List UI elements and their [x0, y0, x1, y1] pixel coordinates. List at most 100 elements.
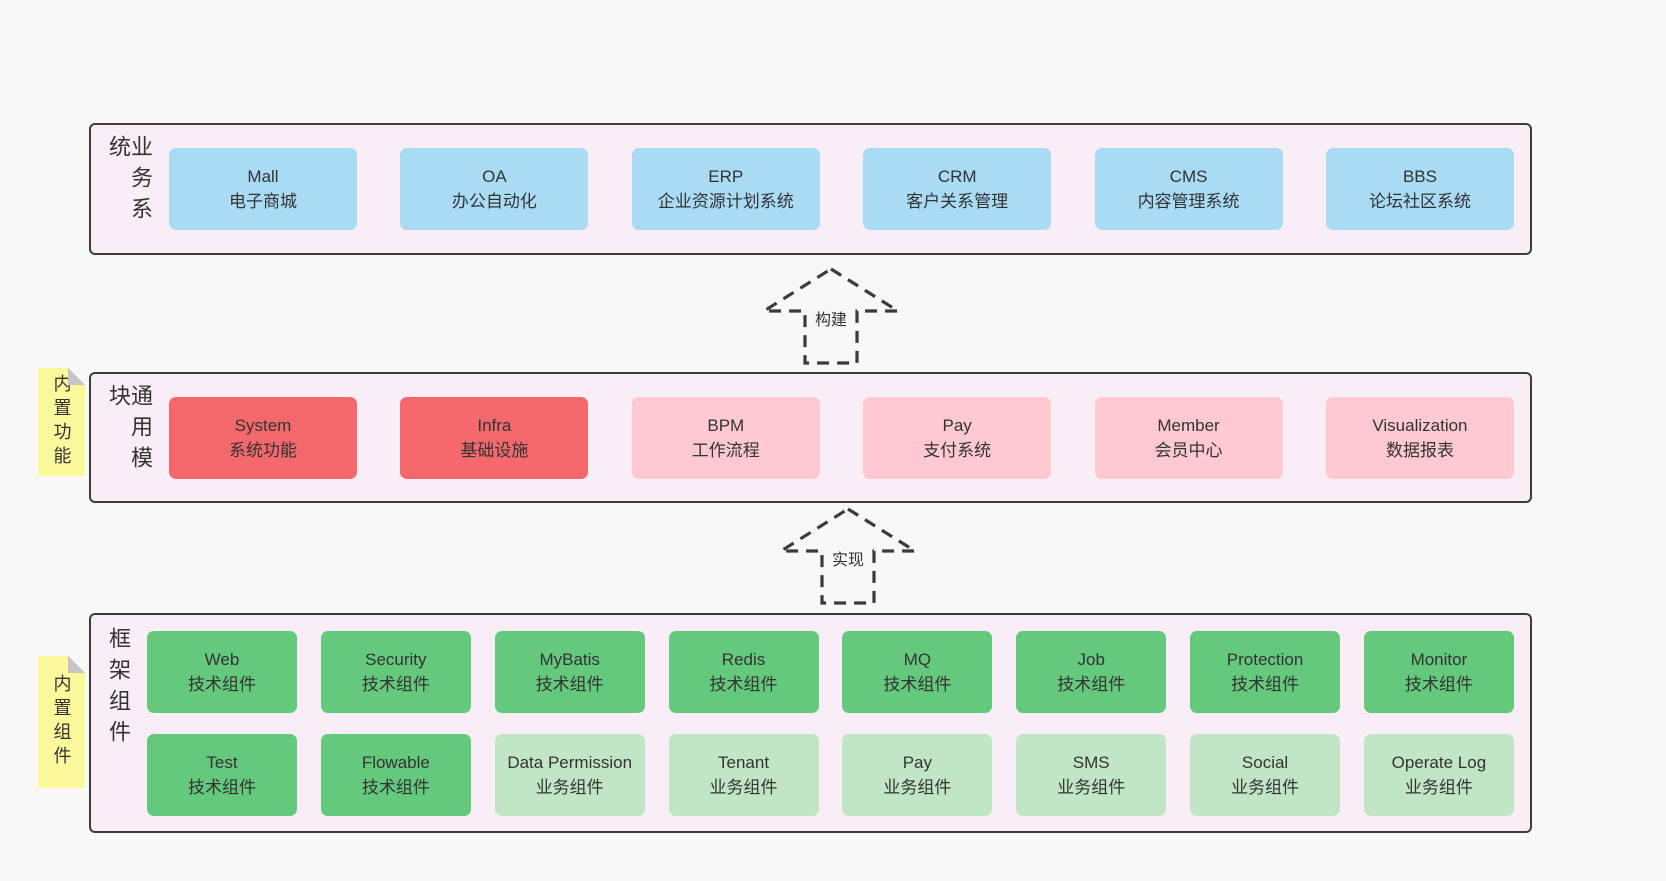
box-title: Job: [1077, 649, 1105, 669]
box-title: Tenant: [718, 752, 770, 772]
box-title: MyBatis: [539, 649, 600, 669]
box-title: Security: [365, 649, 427, 669]
arrow-build: 构建: [756, 266, 906, 366]
box-subtitle: 数据报表: [1385, 440, 1454, 460]
box-title: BBS: [1402, 167, 1437, 186]
box-subtitle: 基础设施: [460, 440, 529, 460]
box-web: Web 技术组件: [147, 630, 297, 713]
box-flowable: Flowable 技术组件: [320, 733, 471, 816]
sticky-builtin-components: 内置组件: [38, 656, 85, 788]
box-subtitle: 企业资源计划系统: [657, 192, 794, 211]
box-subtitle: 技术组件: [1231, 674, 1300, 694]
box-visualization: Visualization 数据报表: [1325, 396, 1514, 479]
box-subtitle: 工作流程: [691, 440, 760, 460]
box-bpm: BPM 工作流程: [631, 396, 820, 479]
box-title: Data Permission: [507, 752, 633, 772]
box-erp: ERP 企业资源计划系统: [631, 148, 820, 230]
up-arrow-icon: [775, 507, 921, 605]
box-tenant: Tenant 业务组件: [668, 733, 819, 816]
box-title: Member: [1157, 415, 1220, 435]
box-subtitle: 技术组件: [535, 674, 604, 694]
box-title: Operate Log: [1391, 752, 1487, 772]
box-crm: CRM 客户关系管理: [863, 148, 1052, 230]
box-member: Member 会员中心: [1094, 396, 1283, 479]
box-title: Visualization: [1372, 415, 1468, 435]
box-subtitle: 技术组件: [361, 674, 430, 694]
box-bbs: BBS 论坛社区系统: [1325, 148, 1514, 230]
box-job: Job 技术组件: [1016, 630, 1167, 713]
box-subtitle: 技术组件: [361, 777, 430, 797]
box-data-permission: Data Permission 业务组件: [494, 733, 645, 816]
box-subtitle: 技术组件: [188, 777, 256, 797]
folded-corner-icon: [68, 368, 85, 385]
box-subtitle: 技术组件: [1404, 674, 1473, 694]
folded-corner-icon: [68, 656, 85, 673]
sticky-builtin-features: 内置功能: [38, 368, 85, 476]
box-test: Test 技术组件: [147, 733, 297, 816]
box-subtitle: 业务组件: [1057, 777, 1126, 797]
box-subtitle: 业务组件: [883, 777, 952, 797]
box-title: Flowable: [361, 752, 430, 772]
box-security: Security 技术组件: [320, 630, 471, 713]
box-protection: Protection 技术组件: [1190, 630, 1341, 713]
box-cms: CMS 内容管理系统: [1094, 148, 1283, 230]
arrow-implement: 实现: [773, 506, 923, 606]
box-pay: Pay 业务组件: [842, 733, 993, 816]
box-title: CRM: [937, 167, 977, 186]
box-mq: MQ 技术组件: [842, 630, 993, 713]
box-title: ERP: [708, 167, 744, 186]
box-title: Redis: [721, 649, 766, 669]
box-subtitle: 电子商城: [229, 192, 297, 211]
box-subtitle: 技术组件: [188, 674, 256, 694]
sticky-builtin-features-label: 内置功能: [51, 374, 72, 470]
box-subtitle: 业务组件: [535, 777, 604, 797]
box-mybatis: MyBatis 技术组件: [494, 630, 645, 713]
box-redis: Redis 技术组件: [668, 630, 819, 713]
box-subtitle: 技术组件: [709, 674, 778, 694]
box-subtitle: 论坛社区系统: [1368, 192, 1471, 211]
box-title: CMS: [1169, 167, 1208, 186]
box-title: MQ: [903, 649, 932, 669]
box-title: Protection: [1226, 649, 1304, 669]
box-title: Infra: [477, 415, 512, 435]
panel-modules-label: 通用模块: [106, 384, 153, 477]
box-title: OA: [482, 167, 507, 186]
box-system: System 系统功能: [169, 396, 357, 479]
box-subtitle: 技术组件: [883, 674, 952, 694]
box-title: Mall: [247, 167, 279, 186]
box-title: Pay: [902, 752, 933, 772]
box-title: BPM: [707, 415, 745, 435]
box-infra: Infra 基础设施: [400, 396, 589, 479]
box-title: Web: [204, 649, 240, 669]
box-subtitle: 系统功能: [229, 440, 297, 460]
box-subtitle: 客户关系管理: [906, 192, 1009, 211]
box-title: Test: [206, 752, 238, 772]
box-subtitle: 业务组件: [709, 777, 778, 797]
arrow-implement-label: 实现: [827, 546, 869, 570]
box-title: Pay: [942, 415, 972, 435]
arrow-build-label: 构建: [810, 306, 852, 330]
box-subtitle: 技术组件: [1057, 674, 1126, 694]
box-title: System: [234, 415, 292, 435]
up-arrow-icon: [758, 267, 904, 365]
panel-business-label: 业务系统: [106, 135, 153, 228]
box-subtitle: 内容管理系统: [1137, 192, 1240, 211]
box-subtitle: 会员中心: [1154, 440, 1223, 460]
panel-components-label: 框架组件: [106, 627, 131, 751]
sticky-builtin-components-label: 内置组件: [51, 674, 72, 770]
box-subtitle: 业务组件: [1231, 777, 1300, 797]
